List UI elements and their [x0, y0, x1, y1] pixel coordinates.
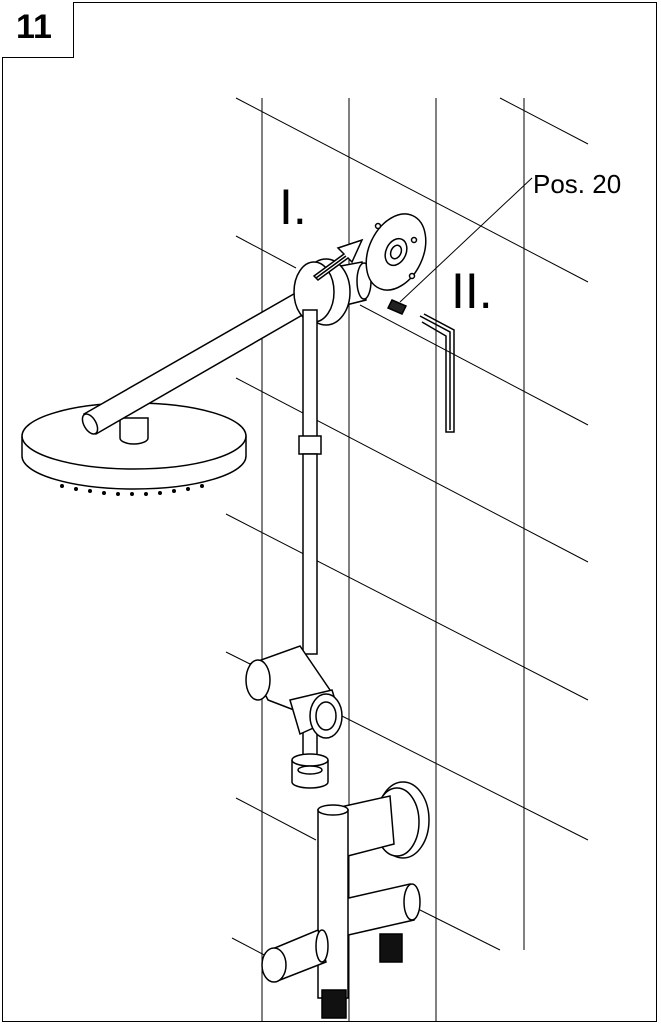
wall-tile-lines [225, 97, 589, 1022]
step-one-label: I. [279, 179, 307, 235]
step-number: 11 [16, 8, 52, 46]
bottom-nut [291, 753, 329, 789]
slide-holder [245, 645, 343, 739]
wall-flange [365, 213, 427, 291]
step-number-box: 11 [2, 2, 74, 58]
allen-key [419, 313, 455, 433]
thermostat-mixer [261, 781, 430, 1019]
position-label: Pos. 20 [533, 169, 622, 199]
insertion-arrow [312, 238, 364, 281]
pos-leader-line [399, 177, 533, 303]
step-two-label: II. [451, 263, 493, 319]
rain-shower-head [21, 402, 247, 496]
grub-screw [386, 299, 408, 315]
riser-pipe [298, 309, 322, 761]
